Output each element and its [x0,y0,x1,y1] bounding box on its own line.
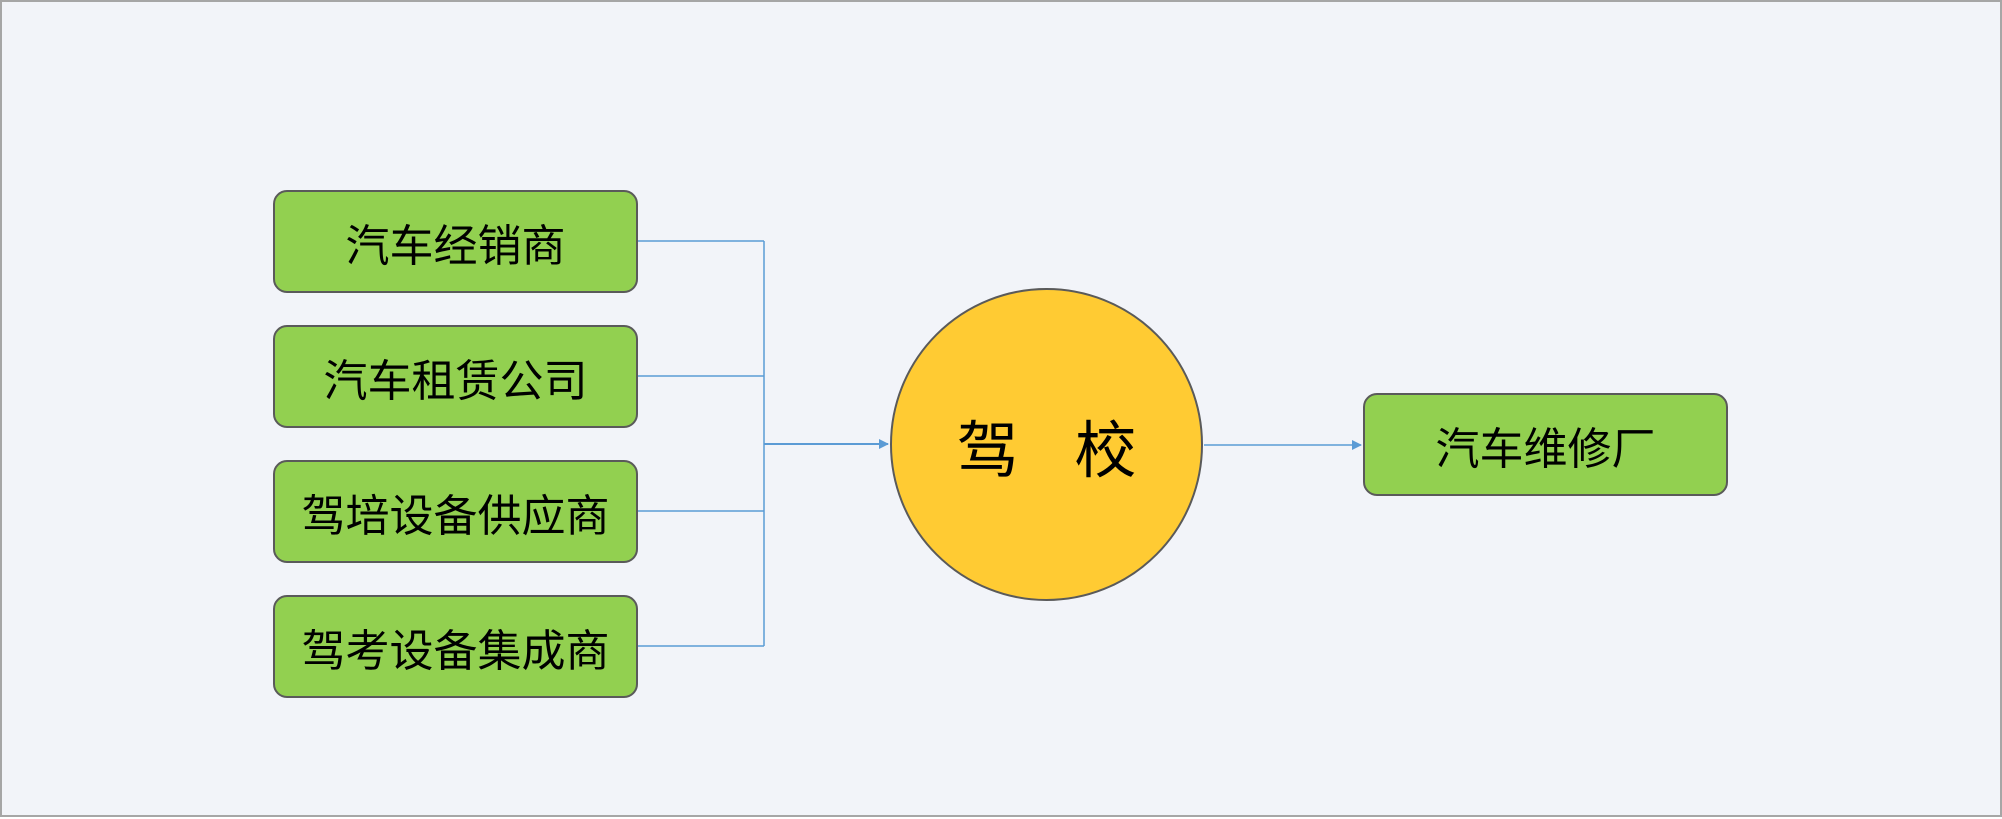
node-label: 汽车租赁公司 [323,355,588,407]
node-car-dealer: 汽车经销商 [273,190,638,293]
node-label: 汽车维修厂 [1435,423,1656,475]
node-repair-shop: 汽车维修厂 [1363,393,1728,496]
node-label: 驾培设备供应商 [301,490,610,542]
node-label: 驾考设备集成商 [301,625,610,677]
node-exam-equipment-integrator: 驾考设备集成商 [273,595,638,698]
node-training-equipment-supplier: 驾培设备供应商 [273,460,638,563]
node-car-rental: 汽车租赁公司 [273,325,638,428]
center-label: 驾 校 [956,413,1155,487]
node-label: 汽车经销商 [345,220,566,272]
center-node-driving-school: 驾 校 [890,288,1203,601]
